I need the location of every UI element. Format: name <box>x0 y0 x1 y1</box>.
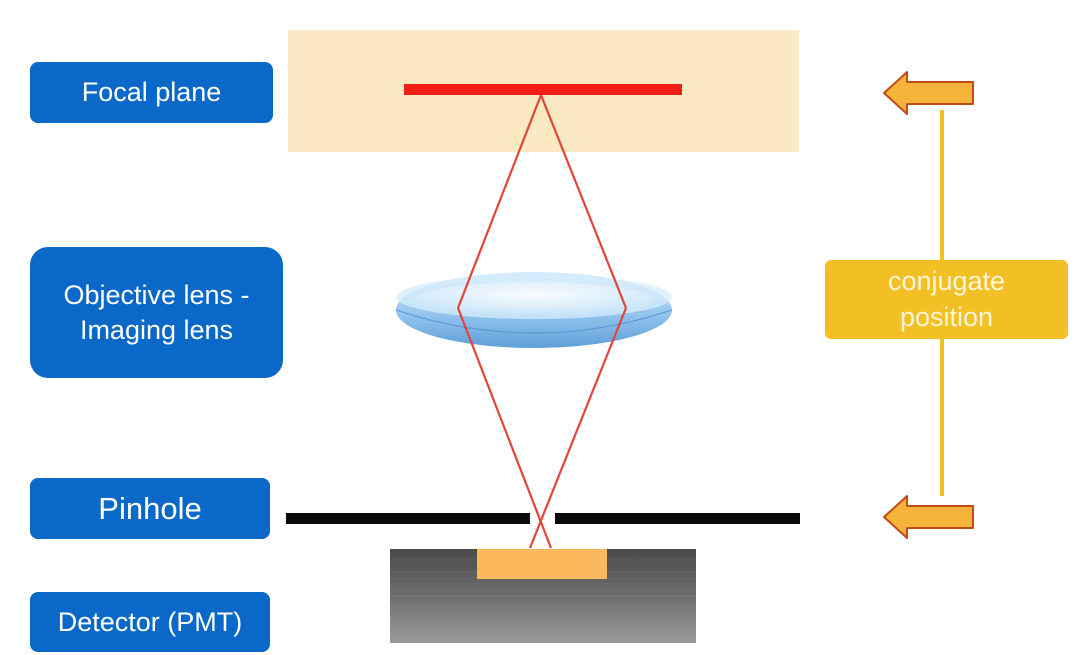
focal-plane-label: Focal plane <box>30 62 273 123</box>
objective-lens-label: Objective lens - Imaging lens <box>30 247 283 378</box>
pinhole-right-plate <box>555 513 800 524</box>
objective-lens <box>395 272 673 348</box>
detector-stripes <box>390 559 696 633</box>
pinhole-left-plate <box>286 513 530 524</box>
left-arrow-icon <box>883 495 974 539</box>
conjugate-position-label: conjugate position <box>825 260 1068 339</box>
light-rays <box>456 94 628 549</box>
pinhole-label: Pinhole <box>30 478 270 539</box>
detector-label: Detector (PMT) <box>30 592 270 652</box>
focal-line <box>404 84 682 95</box>
detector-sensor <box>477 549 607 579</box>
left-arrow-icon <box>883 71 974 115</box>
